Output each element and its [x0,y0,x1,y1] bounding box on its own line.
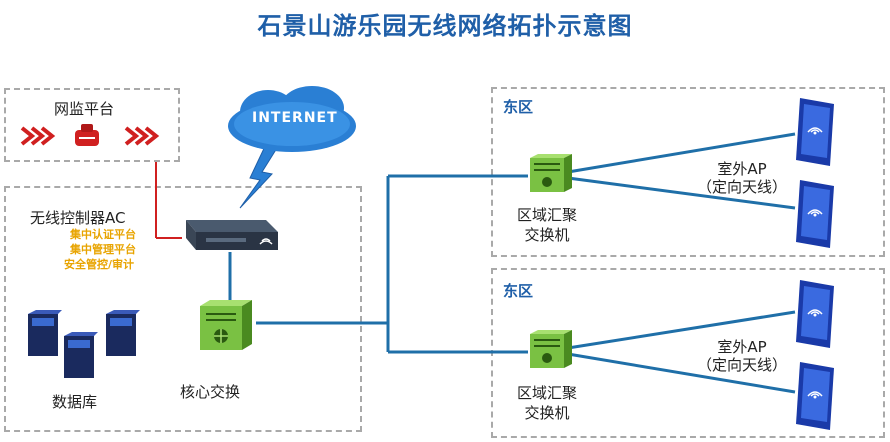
monitor-platform-box [4,88,180,162]
wireless-controller-icon [186,220,278,250]
zone-2-ap-label-2: （定向天线） [696,356,787,374]
firewall-arrow-icon-right [124,126,160,146]
controller-feature-3: 安全管控/审计 [64,258,135,271]
controller-feature-2: 集中管理平台 [70,243,136,256]
zone-1-ap-icon-1 [796,98,834,166]
zone2-ap2-link [567,352,796,394]
zone-1-switch-label-1: 区域汇聚 [516,206,577,224]
controller-label: 无线控制器AC [30,209,126,227]
zone-1-switch-label-2: 交换机 [524,226,570,244]
zone-2-ap-label-1: 室外AP [717,338,767,356]
zone-2-ap-icon-2 [796,362,834,430]
zone-2-aggregation-switch-icon [530,330,572,368]
lightning-bolt [239,139,283,209]
internet-cloud-icon [228,86,356,152]
core-switch-icon [200,300,252,350]
firewall-arrow-icon-left [20,126,56,146]
zone-2-switch-label-2: 交换机 [524,404,570,422]
database-server-icon-3 [106,310,140,356]
core-switch-label: 核心交换 [180,383,241,401]
controller-feature-1: 集中认证平台 [70,228,136,241]
zone-1-ap-label-2: （定向天线） [696,178,787,196]
zone-2-switch-label-1: 区域汇聚 [516,384,577,402]
zone-1-ap-icon-2 [796,180,834,248]
zone-1-title: 东区 [503,98,534,116]
monitor-server-icon [75,124,99,146]
zone-box-1 [491,87,885,257]
zone2-ap1-link [567,310,796,350]
database-server-icon-2 [64,332,98,378]
internet-label: INTERNET [252,110,338,126]
database-server-icon-1 [28,310,62,356]
zone-1-ap-label-1: 室外AP [717,160,767,178]
zone1-ap1-link [567,132,796,174]
database-label: 数据库 [52,393,98,411]
diagram-title: 石景山游乐园无线网络拓扑示意图 [257,12,633,40]
zone-2-title: 东区 [503,282,534,300]
zone-2-ap-icon-1 [796,280,834,348]
zone1-ap2-link [567,176,796,210]
monitor-platform-label: 网监平台 [54,100,115,118]
core-network-box [4,186,362,432]
zone-1-aggregation-switch-icon [530,154,572,192]
